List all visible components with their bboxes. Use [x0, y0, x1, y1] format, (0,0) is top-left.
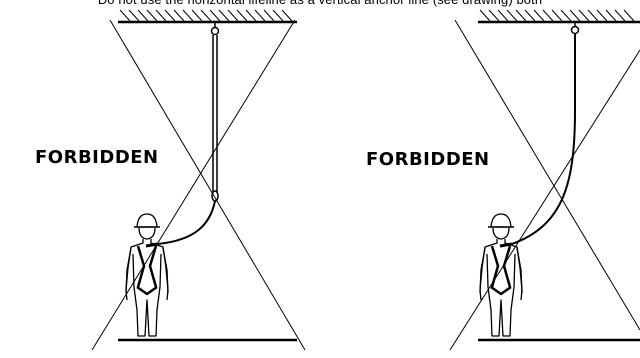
forbidden-cross-right	[449, 19, 640, 351]
lanyard	[157, 35, 219, 245]
worker-figure	[479, 213, 523, 337]
ceiling-anchor-structure	[118, 9, 297, 24]
lanyard	[511, 34, 576, 245]
anchor-point	[570, 22, 580, 35]
anchor-point	[210, 22, 220, 36]
ceiling-anchor-structure	[478, 9, 640, 24]
forbidden-label-left: FORBIDDEN	[35, 147, 159, 168]
worker-figure	[125, 213, 169, 337]
panel-left	[91, 9, 306, 351]
forbidden-label-right: FORBIDDEN	[366, 149, 490, 170]
cropped-instruction-text: Do not use the horizontal lifeline as a …	[0, 0, 640, 8]
panel-right	[449, 9, 640, 351]
forbidden-cross-left	[91, 19, 306, 351]
